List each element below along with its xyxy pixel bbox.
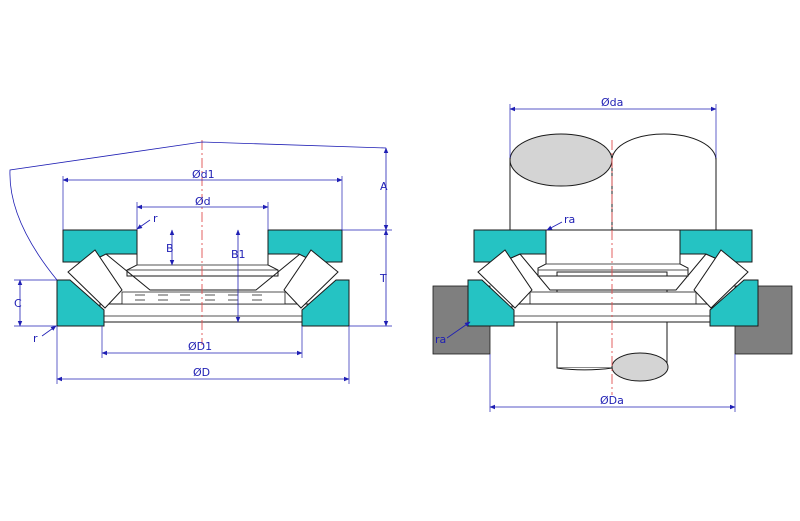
housing-washer-section-left [56,279,105,327]
label-ra-top: ra [564,213,575,226]
upper-shaft-end-right [611,133,717,231]
lower-shaft-end [611,352,669,382]
dim-r-bottom-leader [41,325,57,337]
label-T: T [379,272,387,285]
right-bearing-view: Øda ra ra ØDa [432,96,793,412]
dim-ra-top-leader [546,221,563,231]
left-bearing-view: Ød1 Ød r B B1 A T C r ØD1 [9,140,392,384]
right-housing-section-left [467,279,515,327]
roller-right [283,249,339,309]
upper-shaft-end-left [509,133,613,187]
housing-washer-section-right [301,279,350,327]
label-D: ØD [193,366,210,379]
cage [121,291,286,305]
label-d: Ød [195,195,211,208]
label-da: Øda [601,96,623,109]
lower-shaft-left-curve [556,367,613,371]
label-d1: Ød1 [192,168,215,181]
label-B1: B1 [231,248,246,261]
dim-r-top-leader [136,219,151,230]
housing-washer [99,303,311,323]
envelope-arc [9,141,387,281]
right-cage [529,291,697,305]
label-A: A [380,180,388,193]
right-roller-left [477,249,533,309]
cage-slots [135,294,262,301]
label-r-bottom: r [33,332,38,345]
right-roller-right [693,249,749,309]
right-shaft-washer-section-left [473,229,547,263]
right-housing-section-right [709,279,759,327]
label-D1: ØD1 [188,340,212,353]
label-B: B [166,242,174,255]
roller-left [67,249,123,309]
label-ra-left: ra [435,333,446,346]
label-C: C [14,297,22,310]
dim-ra-left-leader [446,321,471,339]
label-r-top: r [153,212,158,225]
label-Da: ØDa [600,394,624,407]
